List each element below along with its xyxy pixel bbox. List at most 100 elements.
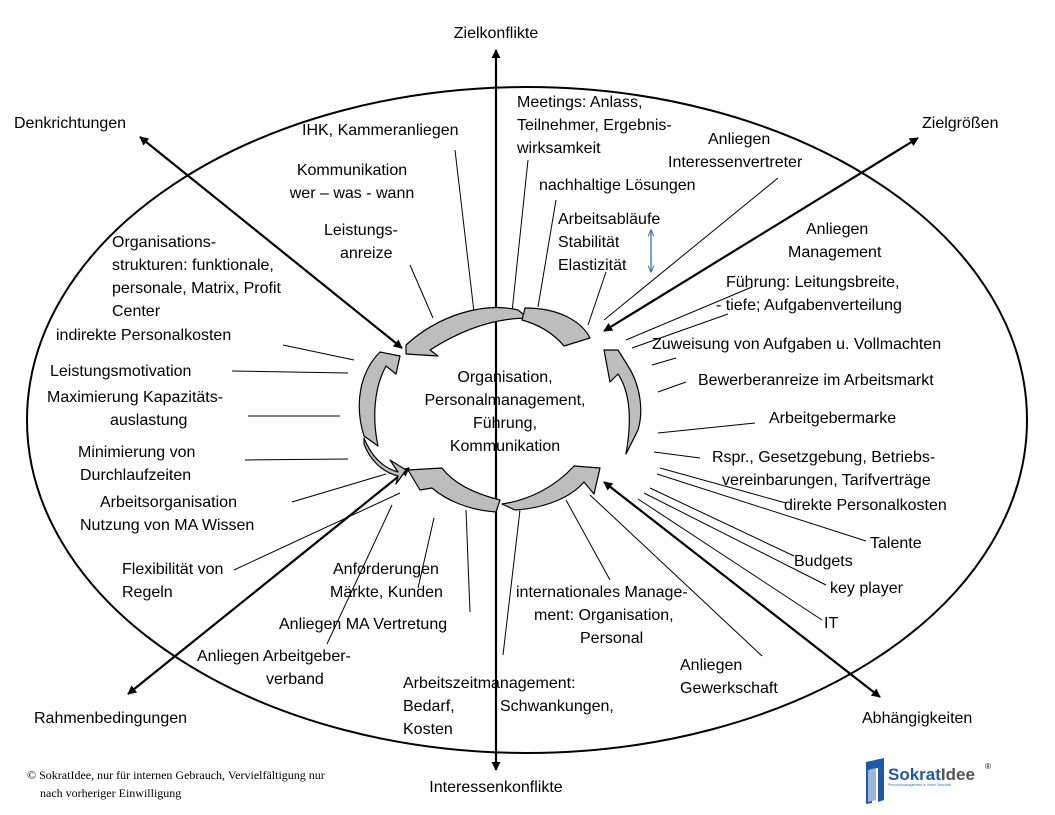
svg-text:Center: Center — [112, 303, 161, 320]
cycle-arrow-bottom — [407, 467, 501, 513]
svg-text:strukturen: funktionale,: strukturen: funktionale, — [112, 257, 274, 274]
svg-text:Kosten: Kosten — [403, 721, 453, 738]
svg-text:Stabilität: Stabilität — [558, 234, 620, 251]
label-kapazitaet: Maximierung Kapazitäts- auslastung — [47, 389, 223, 429]
label-key-player: key player — [830, 580, 904, 597]
axis-label-top: Zielkonflikte — [454, 25, 539, 42]
svg-text:IT: IT — [824, 615, 838, 632]
svg-text:© SokratIdee, nur für internen: © SokratIdee, nur für internen Gebrauch,… — [27, 768, 325, 782]
svg-text:- tiefe; Aufgabenverteilung: - tiefe; Aufgabenverteilung — [716, 297, 902, 314]
svg-text:Regeln: Regeln — [122, 584, 173, 601]
svg-text:Maximierung Kapazitäts-: Maximierung Kapazitäts- — [47, 389, 223, 406]
pointer-lines — [231, 149, 867, 657]
label-nachhaltig: nachhaltige Lösungen — [539, 177, 696, 194]
logo-tagline: Personalmanagement in Ihrem Geschäft — [888, 783, 951, 787]
svg-text:personale, Matrix, Profit: personale, Matrix, Profit — [112, 280, 282, 297]
label-schwankungen: Schwankungen, — [500, 698, 614, 715]
svg-text:internationales Manage-: internationales Manage- — [516, 584, 688, 601]
label-anforderungen: Anforderungen Märkte, Kunden — [330, 561, 443, 601]
svg-text:Leistungs-: Leistungs- — [324, 222, 398, 239]
svg-text:nach vorheriger Einwilligung: nach vorheriger Einwilligung — [40, 786, 181, 800]
label-fuehrung: Führung: Leitungsbreite, - tiefe; Aufgab… — [716, 274, 902, 314]
svg-text:Bewerberanreize im Arbeitsmark: Bewerberanreize im Arbeitsmarkt — [698, 372, 934, 389]
cycle-arrow-left — [358, 351, 401, 447]
label-rspr: Rspr., Gesetzgebung, Betriebs- vereinbar… — [712, 449, 935, 489]
label-anliegen-interessenvertreter: Anliegen Interessenvertreter — [668, 131, 803, 171]
outer-ellipse — [26, 86, 1028, 754]
svg-text:Talente: Talente — [870, 535, 922, 552]
cycle-arrow-right — [603, 349, 642, 455]
label-leistungsmotivation: Leistungsmotivation — [50, 363, 191, 380]
svg-text:vereinbarungen, Tarifverträge: vereinbarungen, Tarifverträge — [722, 472, 931, 489]
axis-label-bottom: Interessenkonflikte — [429, 779, 563, 796]
label-kommunikation: Kommunikation wer – was - wann — [289, 162, 415, 202]
svg-text:wirksamkeit: wirksamkeit — [516, 140, 601, 157]
label-meetings: Meetings: Anlass, Teilnehmer, Ergebnis- … — [516, 94, 672, 157]
svg-text:Arbeitsabläufe: Arbeitsabläufe — [558, 211, 660, 228]
svg-text:ment: Organisation,: ment: Organisation, — [534, 607, 674, 624]
svg-text:Zuweisung von Aufgaben u. Voll: Zuweisung von Aufgaben u. Vollmachten — [652, 336, 941, 353]
axis-denkrichtungen — [139, 136, 403, 349]
svg-text:Schwankungen,: Schwankungen, — [500, 698, 614, 715]
label-zuweisung: Zuweisung von Aufgaben u. Vollmachten — [652, 336, 941, 353]
svg-text:wer – was - wann: wer – was - wann — [289, 185, 415, 202]
svg-text:Teilnehmer, Ergebnis-: Teilnehmer, Ergebnis- — [517, 117, 672, 134]
label-anliegen-management: Anliegen Management — [788, 221, 882, 261]
svg-text:Meetings: Anlass,: Meetings: Anlass, — [517, 94, 642, 111]
axis-label-top-left: Denkrichtungen — [14, 115, 126, 132]
label-bewerberanreize: Bewerberanreize im Arbeitsmarkt — [698, 372, 934, 389]
svg-text:verband: verband — [266, 671, 324, 688]
svg-text:Anliegen MA Vertretung: Anliegen MA Vertretung — [279, 616, 447, 633]
svg-text:nachhaltige Lösungen: nachhaltige Lösungen — [539, 177, 696, 194]
svg-text:Kommunikation: Kommunikation — [297, 162, 407, 179]
svg-text:Organisation,: Organisation, — [457, 369, 552, 386]
label-flexibilitaet: Flexibilität von Regeln — [122, 561, 223, 601]
svg-text:Rspr., Gesetzgebung, Betriebs-: Rspr., Gesetzgebung, Betriebs- — [712, 449, 935, 466]
svg-text:Leistungsmotivation: Leistungsmotivation — [50, 363, 191, 380]
label-talente: Talente — [870, 535, 922, 552]
label-gewerkschaft: Anliegen Gewerkschaft — [680, 657, 778, 697]
axis-label-top-right: Zielgrößen — [922, 115, 998, 132]
svg-text:Bedarf,: Bedarf, — [403, 698, 455, 715]
label-durchlaufzeiten: Minimierung von Durchlaufzeiten — [78, 444, 195, 484]
svg-text:IHK, Kammeranliegen: IHK, Kammeranliegen — [302, 122, 459, 139]
svg-text:Kommunikation: Kommunikation — [450, 438, 560, 455]
label-arbeitsorganisation: Arbeitsorganisation Nutzung von MA Wisse… — [80, 494, 254, 534]
svg-text:Nutzung von MA Wissen: Nutzung von MA Wissen — [80, 517, 254, 534]
svg-text:Management: Management — [788, 244, 882, 261]
label-arbeitszeitmanagement: Arbeitszeitmanagement: Bedarf, Kosten — [403, 675, 576, 738]
axis-rahmenbedingungen — [127, 467, 410, 695]
svg-text:Elastizität: Elastizität — [558, 257, 627, 274]
svg-text:Organisations-: Organisations- — [112, 234, 216, 251]
svg-text:Flexibilität von: Flexibilität von — [122, 561, 223, 578]
svg-text:anreize: anreize — [340, 245, 393, 262]
svg-text:Arbeitsorganisation: Arbeitsorganisation — [100, 494, 237, 511]
axis-zielgroessen — [603, 137, 919, 332]
cycle-arrow-left-lower — [363, 437, 407, 485]
label-arbeitgebermarke: Arbeitgebermarke — [769, 410, 896, 427]
svg-text:Gewerkschaft: Gewerkschaft — [680, 680, 778, 697]
svg-text:Durchlaufzeiten: Durchlaufzeiten — [80, 467, 191, 484]
label-it: IT — [824, 615, 838, 632]
label-budgets: Budgets — [794, 553, 853, 570]
svg-text:key player: key player — [830, 580, 904, 597]
svg-text:Personal: Personal — [580, 630, 643, 647]
cycle-arrow-top-left — [405, 307, 529, 357]
center-text: Organisation, Personalmanagement, Führun… — [425, 369, 586, 455]
svg-text:Budgets: Budgets — [794, 553, 853, 570]
svg-text:Führung: Leitungsbreite,: Führung: Leitungsbreite, — [726, 274, 899, 291]
copyright-footer: © SokratIdee, nur für internen Gebrauch,… — [27, 768, 325, 800]
cycle-arrows — [358, 307, 642, 513]
axis-abhaengigkeiten — [603, 481, 881, 698]
svg-text:Arbeitszeitmanagement:: Arbeitszeitmanagement: — [403, 675, 576, 692]
label-arbeitsablaeufe: Arbeitsabläufe Stabilität Elastizität — [558, 211, 660, 274]
label-leistungsanreize: Leistungs- anreize — [324, 222, 398, 262]
label-internationales-management: internationales Manage- ment: Organisati… — [516, 584, 688, 647]
svg-text:Anliegen: Anliegen — [806, 221, 868, 238]
svg-text:Anliegen: Anliegen — [708, 131, 770, 148]
svg-text:Führung,: Führung, — [473, 415, 537, 432]
axis-arrows — [127, 49, 919, 771]
svg-text:indirekte Personalkosten: indirekte Personalkosten — [56, 327, 231, 344]
